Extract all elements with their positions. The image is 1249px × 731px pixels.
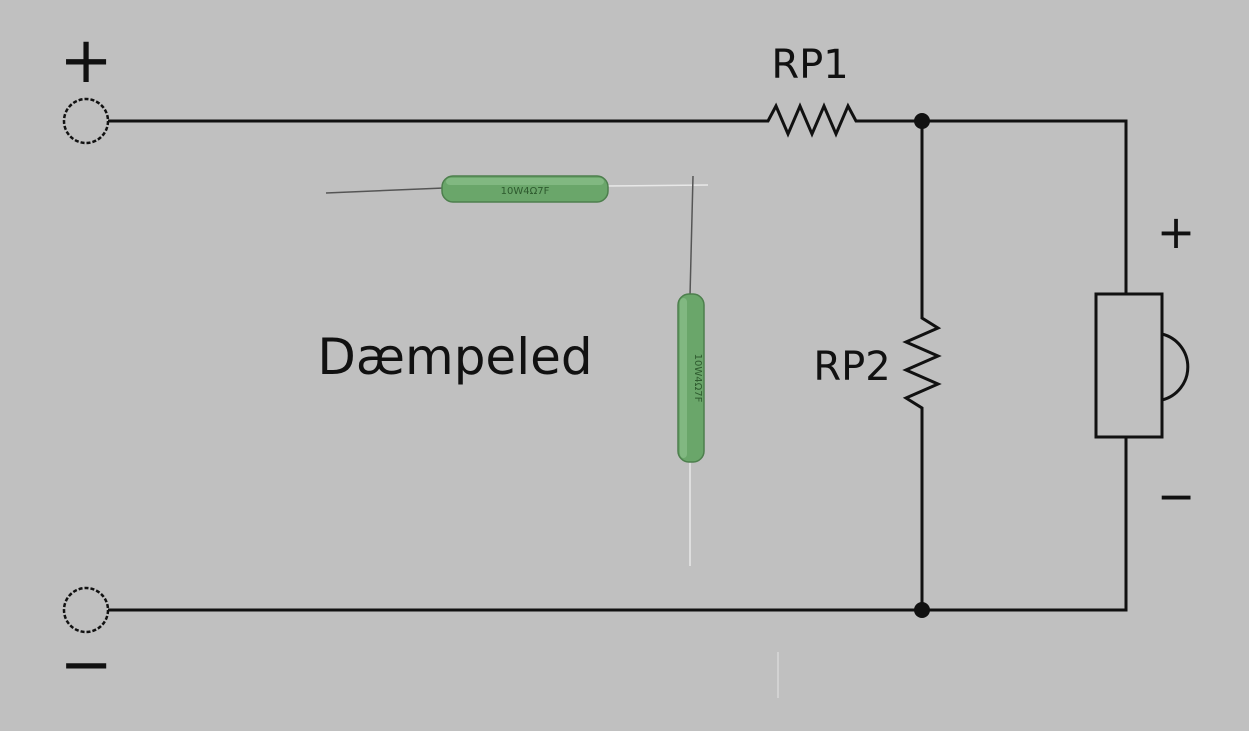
input-positive-terminal: [62, 97, 110, 145]
rp2-resistor: [902, 121, 942, 610]
resistor-marking-horizontal: 10W4Ω7F: [501, 186, 550, 197]
power-resistor-vertical-image: 10W4Ω7F: [677, 175, 705, 566]
rp2-label: RP2: [813, 344, 890, 390]
load-positive-sign: +: [1157, 205, 1196, 259]
rp1-label: RP1: [771, 42, 848, 88]
speaker-load-icon: [1094, 292, 1190, 439]
load-negative-sign: −: [1157, 469, 1196, 523]
input-negative-terminal: [62, 586, 110, 634]
power-resistor-horizontal-image: 10W4Ω7F: [325, 175, 709, 203]
bottom-wire: [108, 437, 1128, 612]
input-positive-sign: +: [59, 24, 113, 98]
resistor-marking-vertical: 10W4Ω7F: [692, 354, 703, 403]
junction-dot-top: [914, 113, 930, 129]
diagram-title: Dæmpeled: [317, 328, 592, 386]
junction-dot-bottom: [914, 602, 930, 618]
input-negative-sign: −: [59, 628, 113, 702]
top-wire: [108, 102, 1128, 294]
